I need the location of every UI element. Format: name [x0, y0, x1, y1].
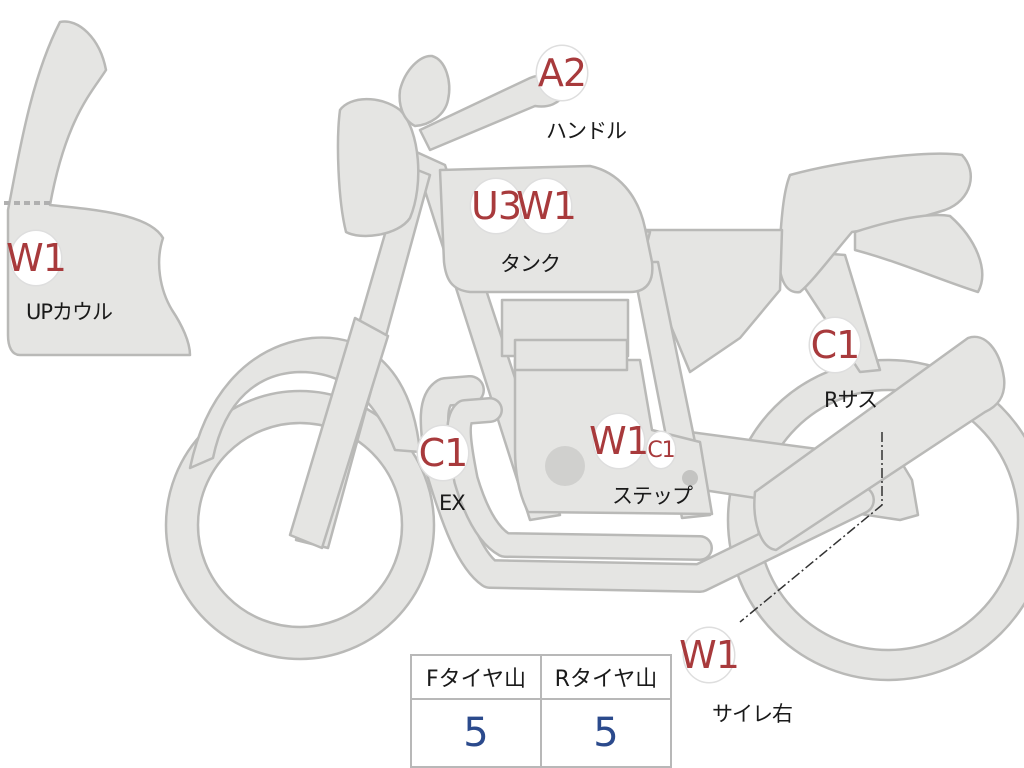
handlebar-mark: A2 [537, 46, 587, 100]
front-tire-inner [196, 421, 404, 629]
tank-mark-2: W1 [516, 179, 577, 233]
exhaust-pipe-2 [448, 399, 711, 559]
upper-cowl-mark: W1 [6, 231, 67, 285]
rear-tire-outer [726, 358, 1024, 682]
mirror-stem [398, 54, 451, 128]
rear-suspension-label: Rサス [824, 388, 878, 412]
rear-tire-tread-header: Rタイヤ山 [540, 654, 672, 700]
engine-cylinder [513, 338, 629, 372]
rear-suspension-mark: C1 [810, 318, 860, 372]
front-tire-outer [164, 389, 436, 661]
step-label: ステップ [612, 484, 693, 508]
tank-mark-1: U3 [471, 179, 522, 233]
tank-label: タンク [500, 252, 561, 276]
step-mark-1: W1 [589, 414, 650, 468]
fork-lower [288, 316, 390, 550]
silencer-right-mark: W1 [679, 628, 740, 682]
seat-cowl [853, 213, 984, 294]
tire-tread-table: Fタイヤ山 Rタイヤ山 5 5 [410, 654, 672, 768]
headlight [336, 97, 420, 238]
step-mark-2: C1 [647, 432, 676, 468]
rear-tire-tread-value: 5 [540, 698, 672, 768]
exhaust-mark: C1 [418, 426, 468, 480]
footpeg-pivot [682, 470, 698, 486]
engine-cover [545, 446, 585, 486]
muffler [753, 335, 1006, 552]
silencer-right-label: サイレ右 [712, 702, 793, 726]
front-tire-tread-value: 5 [410, 698, 542, 768]
silencer-leader-line [739, 432, 883, 623]
front-tire-tread-header: Fタイヤ山 [410, 654, 542, 700]
upper-cowl-label: UPカウル [26, 300, 113, 324]
exhaust-label: EX [439, 491, 466, 515]
handlebar-label: ハンドル [546, 119, 627, 143]
